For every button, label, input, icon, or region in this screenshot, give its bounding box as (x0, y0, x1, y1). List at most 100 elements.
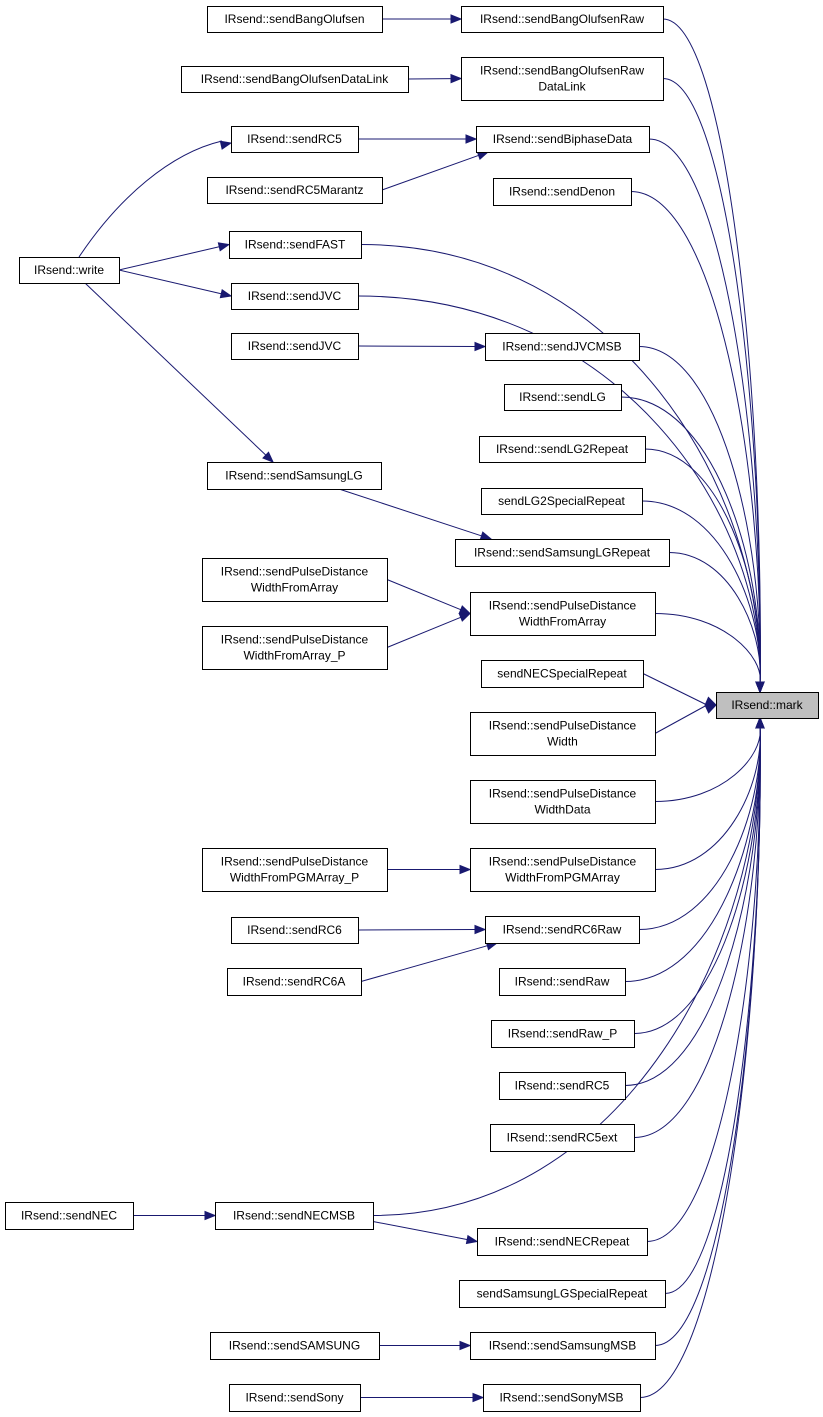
edge-send-pdwfa-left-to-send-pdwfa-arrowhead (458, 605, 472, 615)
node-box (231, 917, 359, 944)
node-send-nec[interactable]: IRsend::sendNEC (5, 1202, 134, 1230)
node-send-jvc-a[interactable]: IRsend::sendJVC (231, 283, 359, 310)
node-send-pdwfpgm[interactable]: IRsend::sendPulseDistanceWidthFromPGMArr… (470, 848, 656, 892)
node-label: IRsend::sendBiphaseData (493, 132, 633, 146)
node-label: IRsend::sendJVC (248, 289, 342, 303)
node-send-necrepeat[interactable]: IRsend::sendNECRepeat (477, 1228, 648, 1256)
node-label: IRsend::sendSony (245, 1391, 343, 1405)
node-label: IRsend::sendRC6Raw (503, 923, 622, 937)
edge-send-rc6-to-send-rc6-raw-arrowhead (474, 924, 487, 935)
node-label: WidthFromPGMArray_P (230, 871, 359, 885)
edge-send-samsung-lg-to-send-samsung-lgrepeat (338, 488, 483, 537)
node-box (499, 968, 626, 996)
edge-write-to-send-jvc-a (118, 269, 223, 295)
node-label: IRsend::write (34, 263, 104, 277)
node-send-pdwfpgm-p[interactable]: IRsend::sendPulseDistanceWidthFromPGMArr… (202, 848, 388, 892)
node-label: IRsend::sendJVC (248, 339, 342, 353)
node-send-sony-msb[interactable]: IRsend::sendSonyMSB (483, 1384, 641, 1412)
edge-send-pdwd-to-mark (654, 726, 761, 802)
node-send-rc6[interactable]: IRsend::sendRC6 (231, 917, 359, 944)
node-box (461, 57, 664, 101)
node-send-rc5-b[interactable]: IRsend::sendRC5 (499, 1072, 626, 1100)
node-label: IRsend::sendRC6A (243, 975, 346, 989)
node-label: IRsend::sendPulseDistance (221, 855, 369, 869)
node-label: IRsend::sendRaw (515, 975, 610, 989)
node-send-jvc-b[interactable]: IRsend::sendJVC (231, 333, 359, 360)
node-send-rc6-a[interactable]: IRsend::sendRC6A (227, 968, 362, 996)
node-box (207, 6, 383, 33)
node-send-biphase-data[interactable]: IRsend::sendBiphaseData (476, 126, 650, 153)
node-label: IRsend::mark (731, 698, 803, 712)
node-send-samsung-lgrepeat[interactable]: IRsend::sendSamsungLGRepeat (455, 539, 670, 567)
node-send-samsung[interactable]: IRsend::sendSAMSUNG (210, 1332, 380, 1360)
edge-send-lg2-repeat-to-mark (644, 448, 761, 684)
node-box (481, 660, 644, 688)
node-label: IRsend::sendRC5Marantz (225, 183, 363, 197)
node-send-samsung-msb[interactable]: IRsend::sendSamsungMSB (470, 1332, 656, 1360)
node-send-samsung-lg[interactable]: IRsend::sendSamsungLG (207, 462, 382, 490)
node-send-denon[interactable]: IRsend::sendDenon (493, 178, 632, 206)
node-write[interactable]: IRsend::write (19, 257, 120, 284)
nodes-layer: IRsend::markIRsend::sendBangOlufsenRawIR… (5, 6, 819, 1412)
node-label: IRsend::sendNECRepeat (495, 1235, 630, 1249)
node-box (231, 283, 359, 310)
node-send-rc5-a[interactable]: IRsend::sendRC5 (231, 126, 359, 153)
node-label: IRsend::sendPulseDistance (221, 565, 369, 579)
node-box (210, 1332, 380, 1360)
edge-send-rc6-raw-to-mark (638, 726, 761, 930)
node-send-raw-p[interactable]: IRsend::sendRaw_P (491, 1020, 635, 1048)
node-label: IRsend::sendBangOlufsenRaw (480, 12, 644, 26)
node-send-bang-olufsen-raw[interactable]: IRsend::sendBangOlufsenRaw (461, 6, 664, 33)
node-box (477, 1228, 648, 1256)
node-send-lg2-repeat[interactable]: IRsend::sendLG2Repeat (479, 436, 646, 463)
edge-send-sony-msb-to-mark (639, 726, 761, 1398)
node-box (470, 848, 656, 892)
edge-write-to-send-jvc-a-arrowhead (219, 289, 233, 299)
node-send-bang-olufsen[interactable]: IRsend::sendBangOlufsen (207, 6, 383, 33)
node-box (470, 712, 656, 756)
node-send-lg[interactable]: IRsend::sendLG (504, 384, 622, 411)
node-send-rc6-raw[interactable]: IRsend::sendRC6Raw (485, 916, 640, 944)
node-send-raw[interactable]: IRsend::sendRaw (499, 968, 626, 996)
node-box (470, 780, 656, 824)
edge-send-rc6-a-to-send-rc6-raw (360, 944, 489, 982)
node-send-sony[interactable]: IRsend::sendSony (229, 1384, 361, 1412)
node-send-lg2-special-repeat[interactable]: sendLG2SpecialRepeat (481, 488, 643, 515)
edge-send-jvcmsb-to-mark (638, 346, 761, 684)
node-mark[interactable]: IRsend::mark (716, 692, 819, 719)
edge-write-to-send-fast-arrowhead (217, 242, 231, 252)
node-label: IRsend::sendPulseDistance (489, 599, 637, 613)
node-send-fast[interactable]: IRsend::sendFAST (229, 231, 362, 259)
node-box (481, 488, 643, 515)
edge-send-jvc-a-to-mark (357, 295, 761, 684)
node-send-necmsb[interactable]: IRsend::sendNECMSB (215, 1202, 374, 1230)
edge-send-pdwfa-p-to-send-pdwfa (386, 616, 462, 648)
node-send-pdwfa-p[interactable]: IRsend::sendPulseDistanceWidthFromArray_… (202, 626, 388, 670)
node-send-bang-olufsen-data-link[interactable]: IRsend::sendBangOlufsenDataLink (181, 66, 409, 93)
edge-send-pdw-to-mark-arrowhead (704, 704, 718, 714)
edge-send-necspecial-repeat-to-mark-arrowhead (704, 696, 718, 706)
edge-send-lg2-special-repeat-to-mark (641, 500, 761, 684)
edge-send-rc5-b-to-mark (624, 726, 761, 1086)
node-send-samsung-lgspecial-repeat[interactable]: sendSamsungLGSpecialRepeat (459, 1280, 666, 1308)
node-label: sendNECSpecialRepeat (497, 667, 627, 681)
node-box (716, 692, 819, 719)
node-send-rc5-marantz[interactable]: IRsend::sendRC5Marantz (207, 177, 383, 204)
edge-send-denon-to-mark (630, 191, 761, 684)
node-label: WidthFromArray (251, 581, 338, 595)
node-label: sendLG2SpecialRepeat (498, 494, 625, 508)
edge-send-bang-olufsen-to-send-bang-olufsen-raw-arrowhead (450, 14, 463, 24)
edge-send-rc5-marantz-to-send-biphase-data (381, 154, 480, 191)
node-box (483, 1384, 641, 1412)
node-send-necspecial-repeat[interactable]: sendNECSpecialRepeat (481, 660, 644, 688)
node-send-rc5ext[interactable]: IRsend::sendRC5ext (490, 1124, 635, 1152)
node-send-jvcmsb[interactable]: IRsend::sendJVCMSB (485, 333, 640, 361)
node-label: IRsend::sendRC5 (247, 132, 342, 146)
node-label: IRsend::sendRC5ext (507, 1131, 618, 1145)
node-label: IRsend::sendBangOlufsen (224, 12, 364, 26)
